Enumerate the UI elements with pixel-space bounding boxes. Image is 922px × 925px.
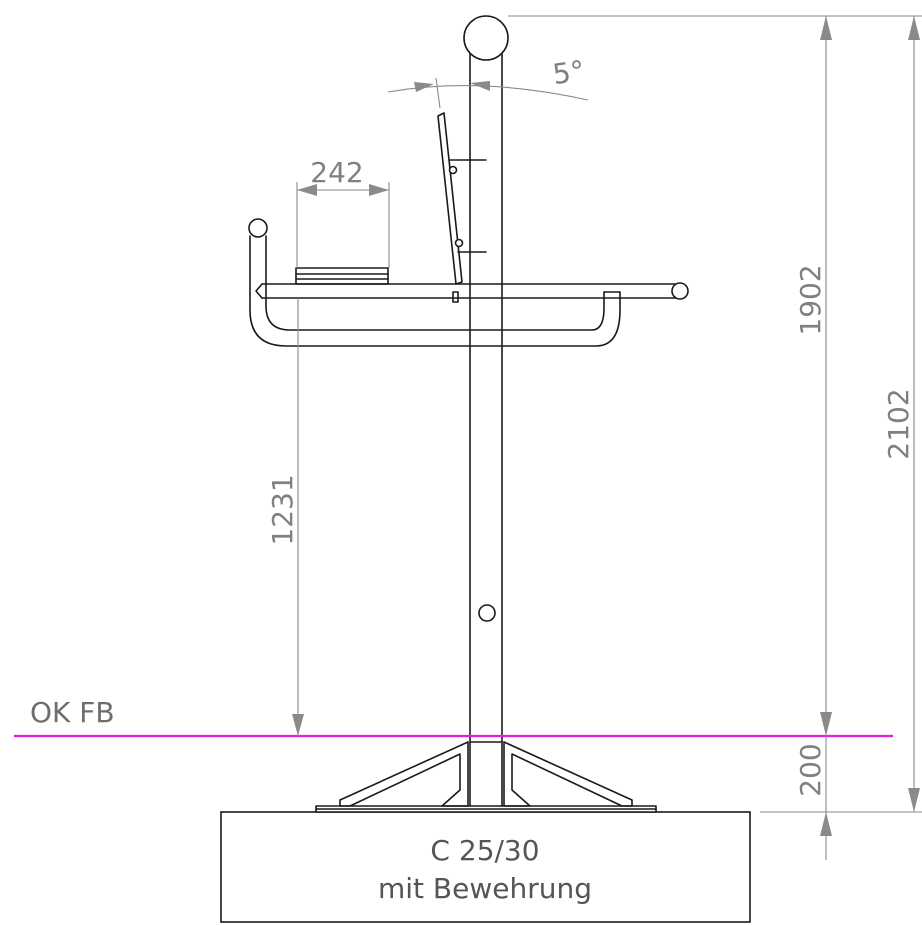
vertical-post — [463, 15, 509, 807]
dimension-overall-height: 2102 — [882, 16, 920, 812]
reinforcement-label: mit Bewehrung — [378, 872, 592, 905]
base-plate — [315, 805, 657, 813]
left-strut — [339, 741, 469, 807]
dimension-seat-depth: 242 — [296, 156, 390, 268]
post-ball-cap — [463, 15, 509, 61]
right-strut — [503, 741, 633, 807]
dimension-backrest-angle: 5° — [387, 54, 589, 109]
foundation-height-value: 200 — [794, 743, 827, 796]
seat-height-value: 1231 — [266, 474, 299, 545]
ground-level-label: OK FB — [30, 696, 115, 729]
overall-height-value: 2102 — [882, 388, 915, 459]
height-above-ground-value: 1902 — [794, 264, 827, 335]
seat-depth-value: 242 — [310, 156, 363, 189]
dimension-foundation-height: 200 — [760, 736, 922, 860]
post-bolt-hole — [478, 604, 496, 622]
dimension-seat-height: 1231 — [266, 298, 304, 736]
backrest — [437, 112, 487, 303]
seat-end-cap-right — [671, 282, 689, 300]
backrest-angle-value: 5° — [551, 54, 587, 91]
concrete-foundation: C 25/30 mit Bewehrung — [220, 811, 751, 923]
concrete-grade-label: C 25/30 — [430, 834, 539, 867]
seat-end-cap-left — [248, 218, 268, 238]
seat-frame — [248, 218, 689, 347]
dimension-height-above-ground: 1902 — [508, 15, 922, 736]
